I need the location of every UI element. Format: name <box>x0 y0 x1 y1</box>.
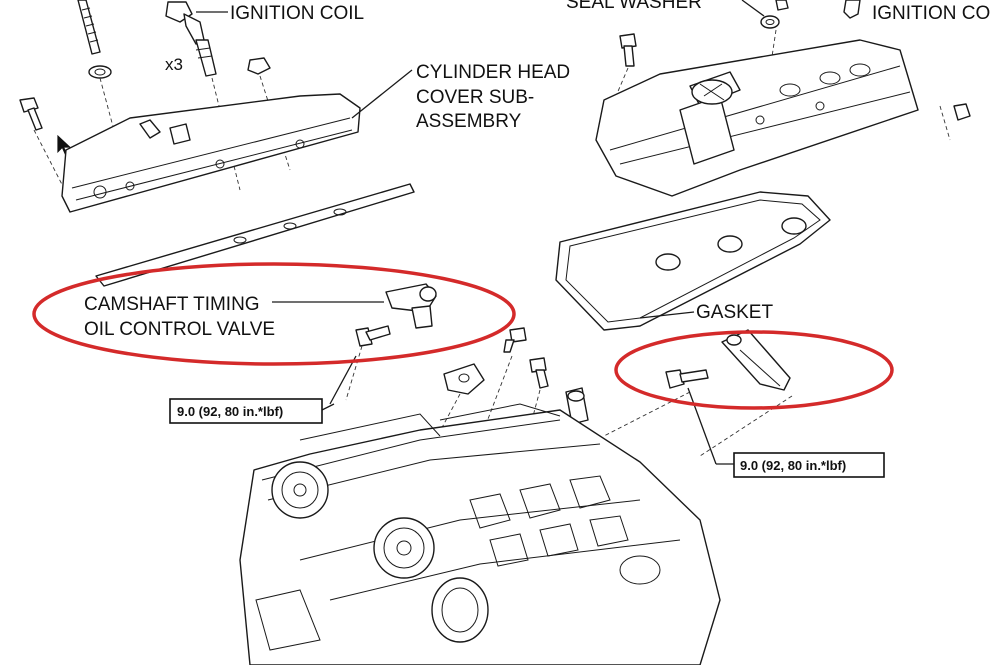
seal-washer-label: SEAL WASHER <box>566 0 702 13</box>
ignition-coil-right-part <box>843 0 861 19</box>
bolt-valve-right <box>665 369 709 389</box>
cylinder-head-cover-label-2: COVER SUB- <box>416 87 534 108</box>
cam-sensor <box>565 387 589 425</box>
nut-right <box>953 103 971 121</box>
bolt-middle-2 <box>529 357 549 389</box>
highlight-circle-right <box>614 330 894 410</box>
ignition-coil-left-label: IGNITION COIL <box>230 3 364 24</box>
camshaft-valve-label-1: CAMSHAFT TIMING <box>84 294 260 315</box>
engine-block <box>239 403 721 665</box>
bolt-valve-left <box>355 325 391 347</box>
quantity-label: x3 <box>165 55 183 74</box>
ignition-coil-right-label: IGNITION CO <box>872 3 990 24</box>
highlight-circle-left <box>32 262 516 366</box>
cylinder-head-cover-right <box>595 39 919 197</box>
long-bolt-left <box>77 0 101 55</box>
seal-washer-part <box>760 15 780 29</box>
cylinder-head-cover-left <box>61 93 361 213</box>
ignition-coil-left-part <box>165 1 217 77</box>
gasket-right <box>555 191 831 331</box>
oil-control-valve-left <box>385 283 437 329</box>
torque-right-text: 9.0 (92, 80 in.*lbf) <box>740 458 846 473</box>
cylinder-head-cover-label-1: CYLINDER HEAD <box>416 62 570 83</box>
washer-left <box>88 65 112 79</box>
bolt-middle-1 <box>503 327 527 353</box>
sensor-bracket <box>443 363 485 395</box>
cylinder-head-cover-label-3: ASSEMBRY <box>416 111 522 132</box>
bolt-top-right <box>619 33 637 67</box>
gasket-left <box>95 183 415 287</box>
torque-left-text: 9.0 (92, 80 in.*lbf) <box>177 404 283 419</box>
bolt-far-left <box>19 97 43 131</box>
torque-box-right <box>733 452 885 478</box>
torque-box-left <box>169 398 323 424</box>
gasket-label: GASKET <box>696 302 773 323</box>
camshaft-valve-label-2: OIL CONTROL VALVE <box>84 319 275 340</box>
nut-left <box>247 57 271 75</box>
oil-control-valve-right <box>721 329 791 391</box>
